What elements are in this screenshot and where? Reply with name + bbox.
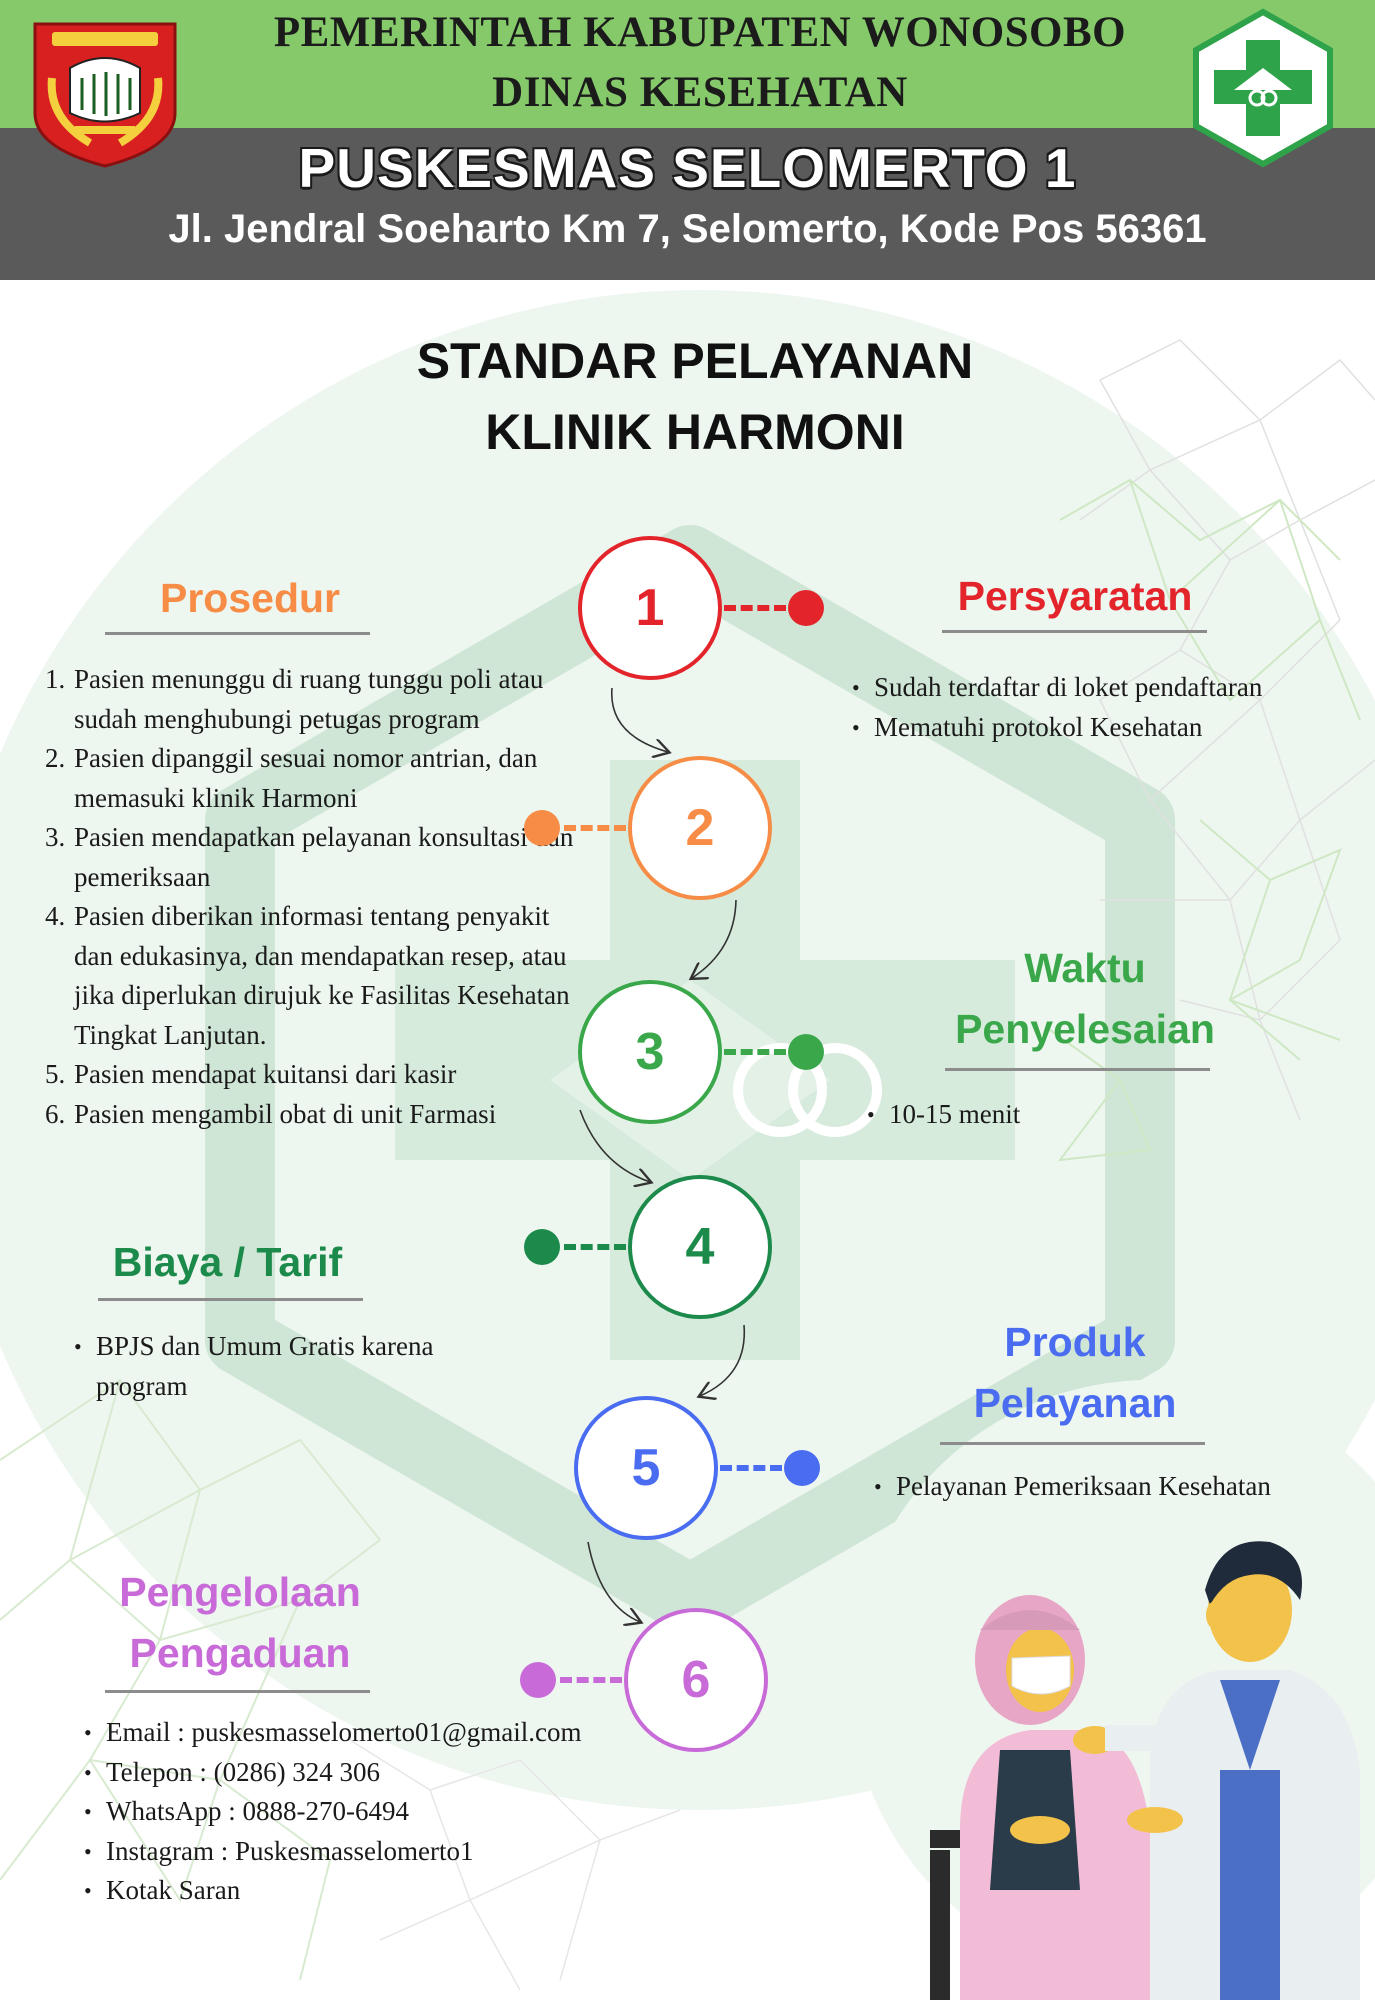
regency-emblem-logo: [33, 22, 177, 168]
step-2-dot: [524, 810, 560, 846]
biaya-heading: Biaya / Tarif: [112, 1239, 343, 1285]
step-3-circle: 3: [578, 980, 722, 1124]
pengaduan-item: WhatsApp : 0888-270-6494: [84, 1792, 686, 1832]
step-1-circle: 1: [578, 536, 722, 680]
biaya-item: BPJS dan Umum Gratis karena program: [74, 1327, 516, 1406]
waktu-heading-line1: Waktu: [1024, 945, 1146, 991]
header-green-band: [0, 0, 1375, 128]
step-6-circle: 6: [624, 1608, 768, 1752]
waktu-list: 10-15 menit: [865, 1095, 1189, 1135]
persyaratan-heading: Persyaratan: [957, 573, 1193, 619]
persyaratan-list: Sudah terdaftar di loket pendaftaranMema…: [850, 668, 1314, 747]
page-title-line2: KLINIK HARMONI: [485, 404, 905, 460]
persyaratan-item: Sudah terdaftar di loket pendaftaran: [852, 668, 1314, 708]
step-6-connector: [560, 1677, 622, 1683]
waktu-item: 10-15 menit: [867, 1095, 1189, 1135]
doctor-patient-illustration: [930, 1541, 1360, 2000]
prosedur-item: Pasien mengambil obat di unit Farmasi: [72, 1095, 592, 1135]
step-1-dot: [788, 590, 824, 626]
produk-item: Pelayanan Pemeriksaan Kesehatan: [874, 1467, 1356, 1507]
puskesmas-name: PUSKESMAS SELOMERTO 1: [298, 137, 1077, 199]
persyaratan-item: Mematuhi protokol Kesehatan: [852, 708, 1314, 748]
waktu-heading-line2: Penyelesaian: [955, 1006, 1215, 1052]
step-1-connector: [724, 605, 786, 611]
step-4-dot: [524, 1229, 560, 1265]
step-5-connector: [720, 1465, 782, 1471]
step-6-dot: [520, 1662, 556, 1698]
government-name: PEMERINTAH KABUPATEN WONOSOBO: [273, 9, 1127, 56]
prosedur-item: Pasien dipanggil sesuai nomor antrian, d…: [72, 739, 592, 818]
pengaduan-list: Email : puskesmasselomerto01@gmail.comTe…: [82, 1713, 686, 1911]
puskesmas-logo: [1193, 8, 1333, 168]
prosedur-underline: [105, 632, 370, 635]
prosedur-item: Pasien mendapatkan pelayanan konsultasi …: [72, 818, 592, 897]
agency-name: DINAS KESEHATAN: [492, 69, 908, 116]
pengaduan-item: Kotak Saran: [84, 1871, 686, 1911]
pengaduan-item: Telepon : (0286) 324 306: [84, 1753, 686, 1793]
prosedur-item: Pasien mendapat kuitansi dari kasir: [72, 1055, 592, 1095]
biaya-underline: [98, 1298, 363, 1301]
prosedur-item: Pasien menunggu di ruang tunggu poli ata…: [72, 660, 592, 739]
pengaduan-item: Instagram : Puskesmasselomerto1: [84, 1832, 686, 1872]
step-4-connector: [564, 1244, 626, 1250]
pengaduan-item: Email : puskesmasselomerto01@gmail.com: [84, 1713, 686, 1753]
step-4-circle: 4: [628, 1175, 772, 1319]
address: Jl. Jendral Soeharto Km 7, Selomerto, Ko…: [168, 207, 1207, 251]
step-3-connector: [724, 1049, 786, 1055]
page-title-line1: STANDAR PELAYANAN: [416, 333, 974, 389]
step-5-dot: [784, 1450, 820, 1486]
produk-heading-line1: Produk: [1004, 1319, 1146, 1365]
prosedur-item: Pasien diberikan informasi tentang penya…: [72, 897, 592, 1055]
prosedur-heading: Prosedur: [160, 575, 340, 621]
step-5-circle: 5: [574, 1396, 718, 1540]
produk-list: Pelayanan Pemeriksaan Kesehatan: [872, 1467, 1356, 1507]
produk-heading-line2: Pelayanan: [973, 1380, 1177, 1426]
persyaratan-underline: [942, 630, 1207, 633]
step-3-dot: [788, 1034, 824, 1070]
waktu-underline: [945, 1068, 1210, 1071]
pengaduan-underline: [105, 1690, 370, 1693]
pengaduan-heading-line1: Pengelolaan: [119, 1569, 361, 1615]
step-2-circle: 2: [628, 756, 772, 900]
prosedur-list: Pasien menunggu di ruang tunggu poli ata…: [42, 660, 592, 1134]
biaya-list: BPJS dan Umum Gratis karena program: [72, 1327, 516, 1406]
produk-underline: [940, 1442, 1205, 1445]
step-2-connector: [564, 825, 626, 831]
header-gray-band: [0, 128, 1375, 280]
pengaduan-heading-line2: Pengaduan: [129, 1630, 351, 1676]
